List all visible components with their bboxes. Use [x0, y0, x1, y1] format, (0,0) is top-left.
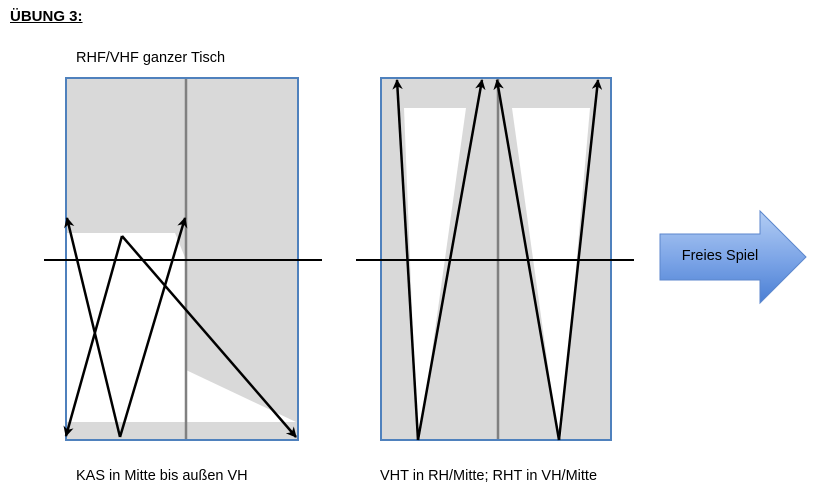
- right-table: [356, 77, 634, 441]
- left-arrow-3: [64, 216, 122, 438]
- left-target-zone-free: [66, 233, 186, 422]
- right-arrow-3: [493, 78, 561, 441]
- next-step-arrow[interactable]: [659, 209, 807, 305]
- right-free-zone-2: [512, 108, 590, 438]
- left-arrow-2: [121, 235, 297, 438]
- left-target-zone-free-corner: [186, 370, 296, 422]
- right-free-zone-1: [404, 108, 466, 438]
- right-arrow-icon[interactable]: [659, 209, 807, 305]
- left-table-caption: KAS in Mitte bis außen VH: [76, 468, 248, 484]
- page-title: ÜBUNG 3:: [10, 8, 83, 25]
- left-table-title: RHF/VHF ganzer Tisch: [76, 50, 226, 66]
- right-arrow-2: [416, 78, 486, 441]
- left-table: [44, 77, 322, 441]
- right-arrow-4: [557, 78, 603, 441]
- right-arrow-1: [392, 78, 420, 441]
- right-table-caption: VHT in RH/Mitte; RHT in VH/Mitte: [380, 468, 598, 484]
- left-arrow-4: [118, 216, 188, 438]
- left-arrow-1: [63, 235, 124, 438]
